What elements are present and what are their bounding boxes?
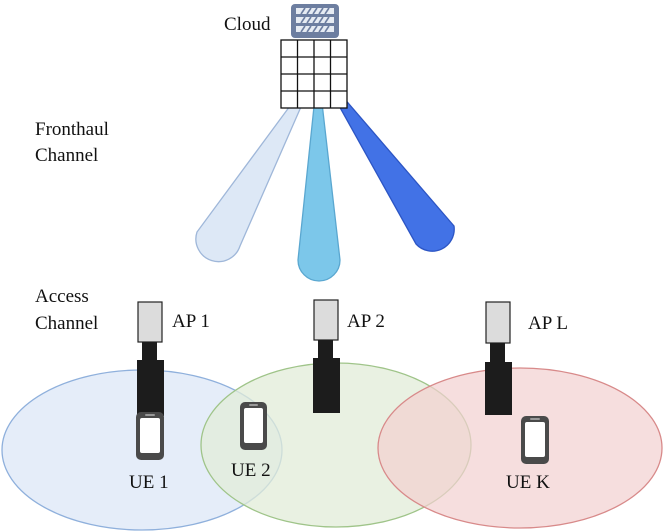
smartphone-icon [240,402,267,450]
uek-label: UE K [506,472,550,493]
fronthaul-beam-2 [297,67,341,282]
server-rack-icon [291,4,339,38]
apl-label: AP L [528,313,568,334]
fronthaul-beam-1 [195,67,319,263]
ap1-label: AP 1 [172,311,210,332]
fronthaul-beam-3 [317,67,455,252]
access-label-line1: Access [35,286,89,307]
ue1-label: UE 1 [129,472,169,493]
antenna-icon [137,301,164,416]
ap2-label: AP 2 [347,311,385,332]
antenna-icon [485,301,512,415]
fronthaul-label-line2: Channel [35,145,99,166]
cloud-label: Cloud [224,14,271,35]
smartphone-icon [521,416,549,464]
smartphone-icon [136,412,164,460]
grid-processor-icon [280,39,348,109]
ue2-label: UE 2 [231,460,271,481]
access-label-line2: Channel [35,313,99,334]
fronthaul-label-line1: Fronthaul [35,119,109,140]
coverage-cell-apl [377,367,663,529]
antenna-icon [313,299,340,413]
